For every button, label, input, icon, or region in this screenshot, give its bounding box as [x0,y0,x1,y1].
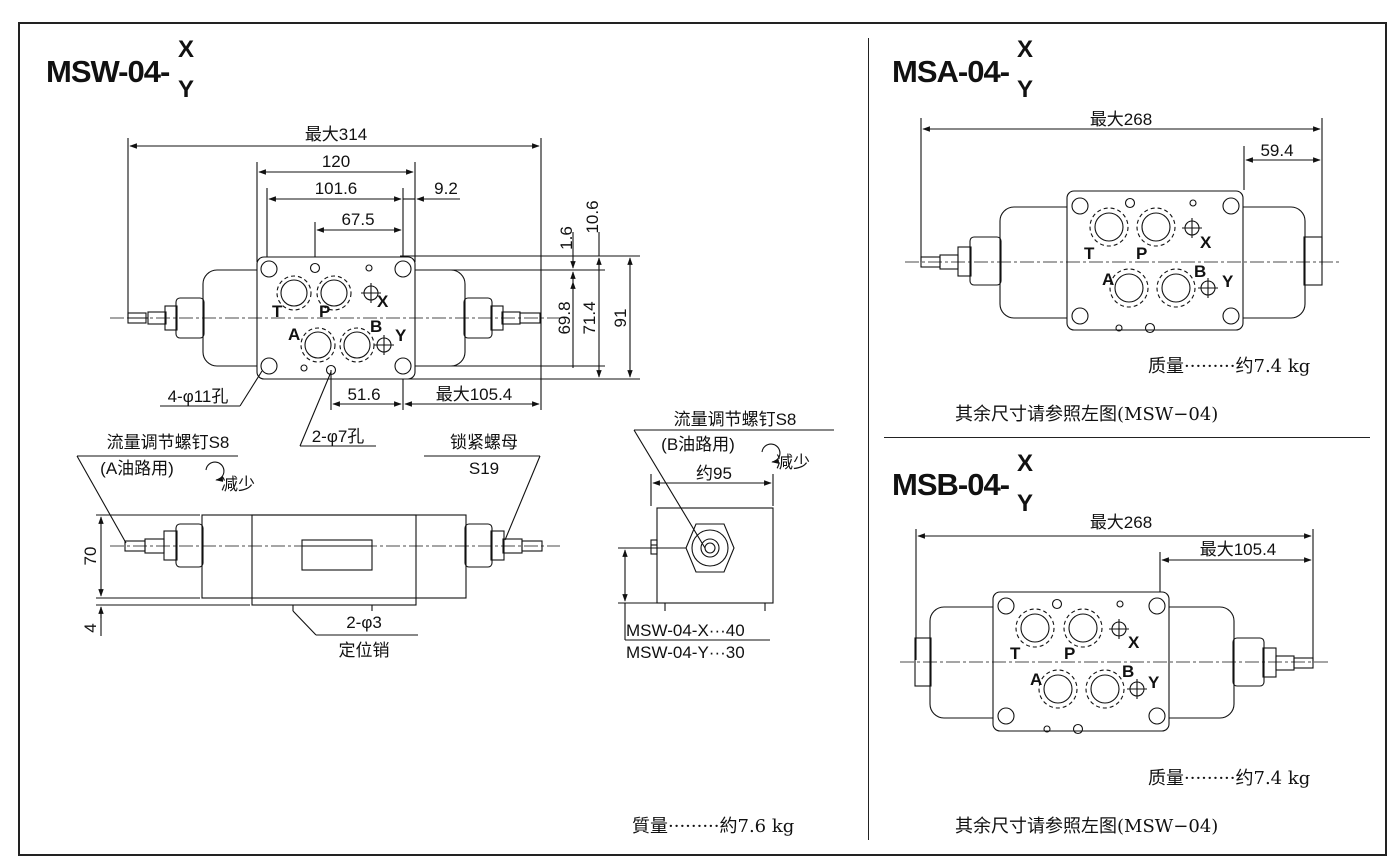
screw-a-sub: (A油路用) [100,459,174,478]
vertical-divider [868,38,869,840]
msa-model-x: X [1017,36,1034,63]
height-x-variant: MSW-04-X···40 [626,621,745,640]
msb-port-x: X [1128,633,1140,652]
screw-b-label: 流量调节螺钉S8 [674,410,797,429]
dim-9-2: 9.2 [434,179,458,198]
dim-91: 91 [611,309,630,328]
holes-4-phi11: 4-φ11孔 [168,387,229,406]
holes-2-phi7: 2-φ7孔 [312,427,365,446]
msw-model-title: MSW-04- [46,54,170,89]
msw-model-y: Y [178,76,195,103]
horizontal-divider [884,437,1370,438]
reduce-label-a: 减少 [221,475,255,494]
dim-4: 4 [81,623,100,632]
msa-port-x: X [1200,233,1212,252]
msa-port-a: A [1102,270,1114,289]
msb-dim-max268: 最大268 [1090,513,1152,532]
msa-note: 其余尺寸请参照左图(MSW−04) [955,404,1219,425]
msa-top-view [905,118,1340,334]
dim-70: 70 [81,547,100,566]
msa-port-y: Y [1222,272,1234,291]
dim-67-5: 67.5 [341,210,374,229]
msw-weight: 質量·········約7.6 kg [632,816,795,837]
dim-120: 120 [322,152,350,171]
msb-note: 其余尺寸请参照左图(MSW−04) [955,816,1219,837]
msw-top-view [110,138,640,447]
msa-port-b: B [1194,262,1206,281]
msb-port-y: Y [1148,673,1160,692]
msa-model-y: Y [1017,76,1034,103]
msb-port-p: P [1064,644,1075,663]
msa-port-p: P [1136,244,1147,263]
msb-weight: 质量·········约7.4 kg [1148,768,1311,789]
msw-port-t: T [272,302,283,321]
screw-a-label: 流量调节螺钉S8 [107,433,230,452]
msa-model-title: MSA-04- [892,54,1010,89]
screw-b-sub: (B油路用) [661,435,735,454]
pin-size: 2-φ3 [346,613,382,632]
reduce-label-b: 减少 [776,453,810,472]
msb-dim-max105-4: 最大105.4 [1200,540,1277,559]
msb-top-view [900,529,1330,735]
dim-10-6: 10.6 [583,200,602,233]
msw-port-y: Y [395,326,407,345]
dim-51-6: 51.6 [347,385,380,404]
height-y-variant: MSW-04-Y···30 [626,643,745,662]
msw-front-view [76,455,560,636]
msb-model-y: Y [1017,490,1034,517]
dim-max314: 最大314 [305,125,367,144]
msw-port-a: A [288,325,300,344]
msw-model-x: X [178,36,195,63]
msb-model-title: MSB-04- [892,467,1010,502]
msw-port-b: B [370,317,382,336]
msb-port-t: T [1010,644,1021,663]
msa-port-t: T [1084,244,1095,263]
dim-101-6: 101.6 [315,179,358,198]
msw-side-view [618,429,834,641]
msw-port-x: X [377,292,389,311]
msb-port-b: B [1122,662,1134,681]
msw-port-p: P [319,302,330,321]
msa-dim-59-4: 59.4 [1260,141,1293,160]
locknut-size: S19 [469,459,499,478]
locknut-label: 锁紧螺母 [450,433,518,452]
msa-weight: 质量·········约7.4 kg [1148,356,1311,377]
dim-1-6: 1.6 [557,226,576,250]
msb-port-a: A [1030,670,1042,689]
pin-label: 定位销 [339,641,390,660]
msa-dim-max268: 最大268 [1090,110,1152,129]
dim-69-8: 69.8 [555,301,574,334]
dim-71-4: 71.4 [580,301,599,334]
msb-model-x: X [1017,450,1034,477]
drawing-frame [18,22,1387,856]
dim-approx95: 约95 [696,464,732,483]
dim-max105-4: 最大105.4 [436,385,513,404]
